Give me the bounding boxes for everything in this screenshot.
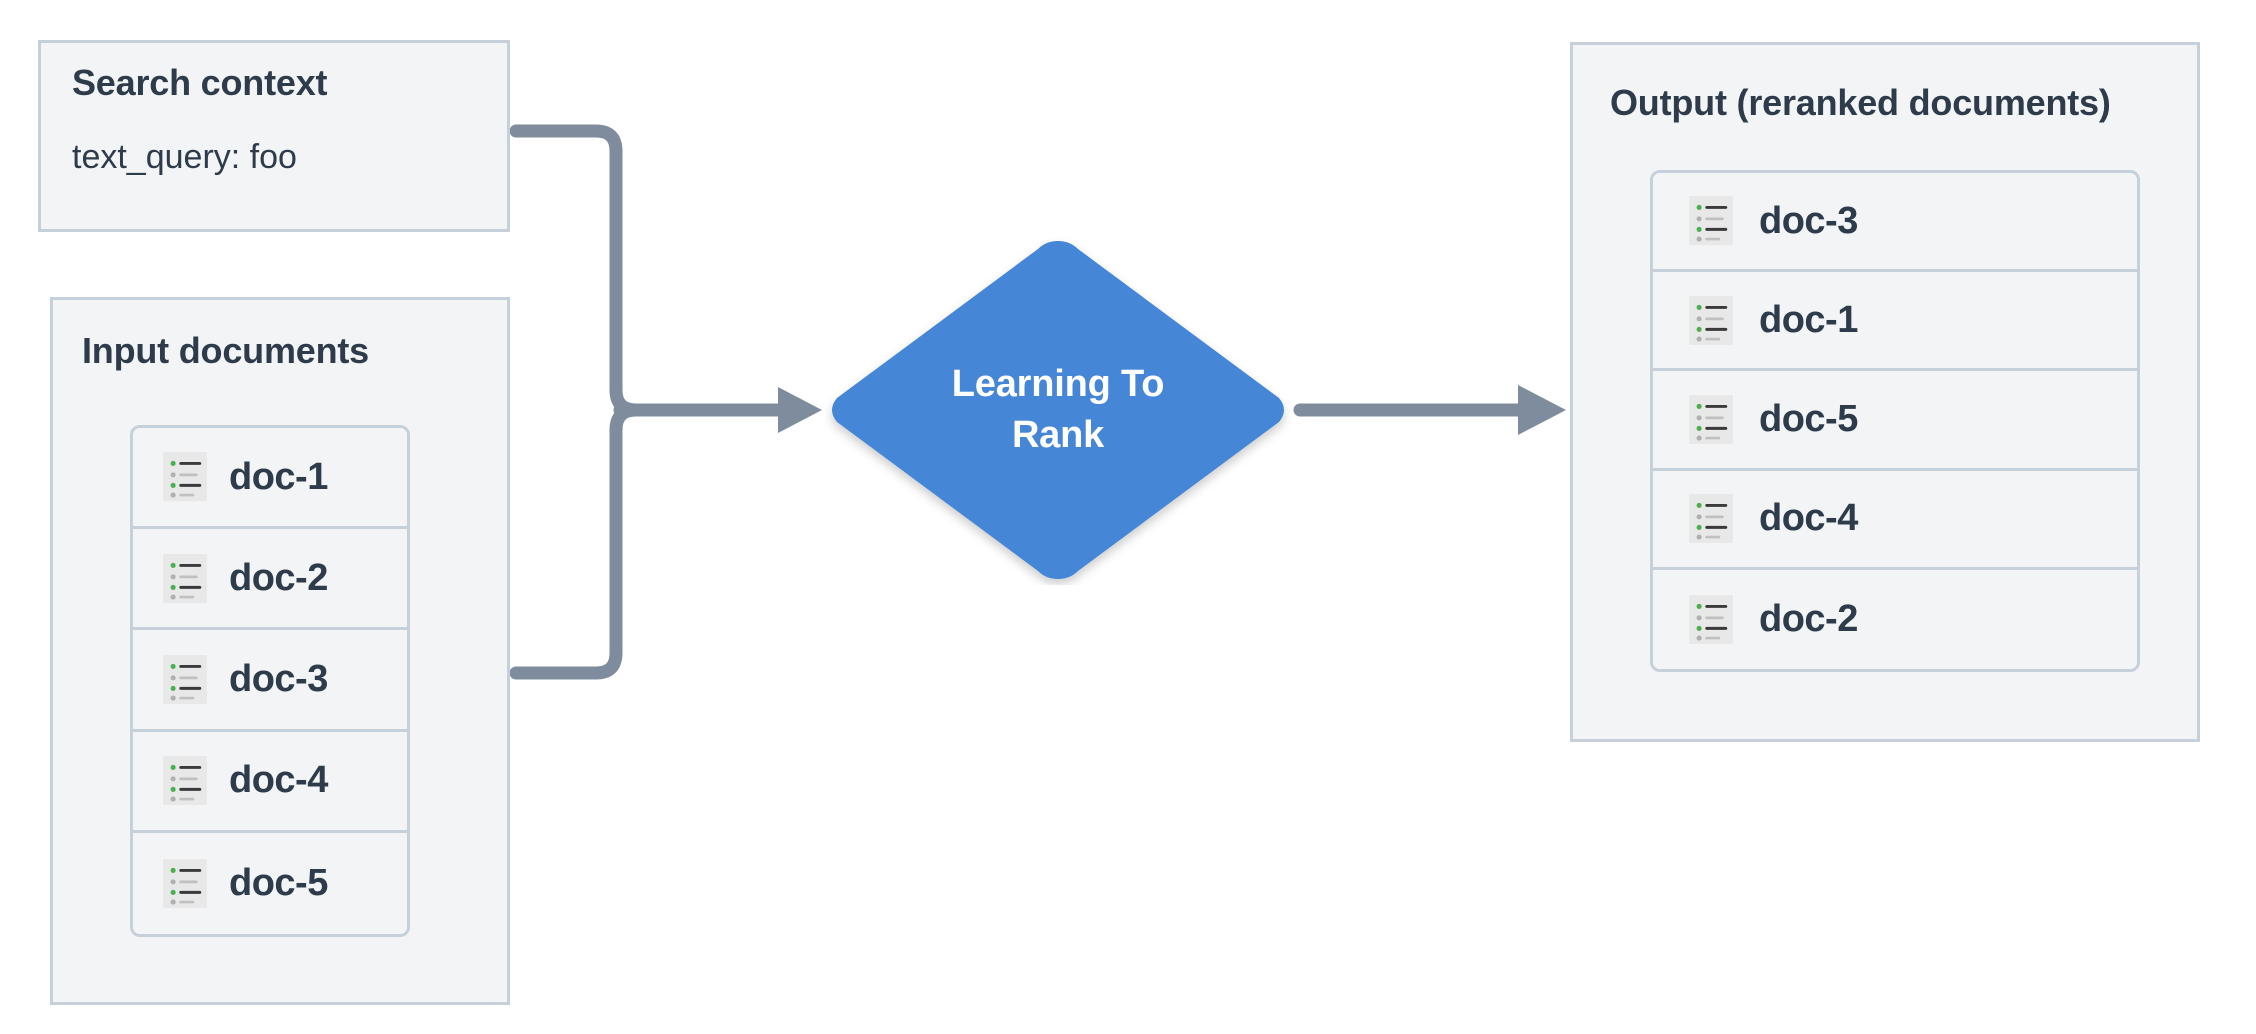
search-context-title: Search context — [72, 62, 328, 103]
document-list-icon — [1689, 196, 1733, 246]
document-label: doc-4 — [1759, 497, 1858, 540]
document-list-icon — [163, 756, 207, 806]
search-context-query-value: text_query: foo — [72, 138, 297, 176]
input-documents-title: Input documents — [82, 330, 369, 371]
document-list-item[interactable]: doc-3 — [133, 630, 407, 732]
document-list-item[interactable]: doc-1 — [1653, 272, 2137, 372]
connector-arrowhead-into-output — [1518, 385, 1566, 435]
document-label: doc-5 — [229, 861, 328, 904]
document-list-item[interactable]: doc-2 — [1653, 569, 2137, 669]
document-label: doc-1 — [1759, 298, 1858, 341]
connector-input-documents-to-ltr — [509, 403, 643, 680]
document-label: doc-2 — [1759, 597, 1858, 640]
document-list-icon — [1689, 594, 1733, 644]
document-list-icon — [163, 654, 207, 705]
document-label: doc-5 — [1759, 397, 1858, 440]
document-list-icon — [1689, 295, 1733, 345]
connector-search-context-to-ltr — [509, 124, 643, 417]
learning-to-rank-node[interactable]: Learning To Rank — [823, 235, 1293, 585]
connector-arrowhead-into-ltr — [778, 387, 822, 433]
input-documents-list: doc-1 doc-2 doc-3 doc-4 doc-5 — [130, 425, 410, 937]
output-documents-list: doc-3 doc-1 doc-5 doc-4 doc-2 — [1650, 170, 2140, 672]
document-list-item[interactable]: doc-2 — [133, 529, 407, 631]
document-label: doc-3 — [229, 657, 328, 700]
document-label: doc-3 — [1759, 199, 1858, 242]
document-label: doc-4 — [229, 759, 328, 802]
document-list-item[interactable]: doc-4 — [133, 731, 407, 833]
document-label: doc-2 — [229, 556, 328, 599]
document-list-icon — [1689, 494, 1733, 544]
diamond-shape — [832, 241, 1284, 579]
document-list-icon — [163, 858, 207, 908]
document-list-icon — [1689, 394, 1733, 445]
document-list-item[interactable]: doc-3 — [1653, 173, 2137, 273]
search-context-panel — [38, 40, 510, 232]
document-list-item[interactable]: doc-5 — [1653, 371, 2137, 471]
document-list-icon — [163, 452, 207, 502]
output-title: Output (reranked documents) — [1610, 82, 2111, 123]
document-list-item[interactable]: doc-5 — [133, 832, 407, 934]
document-list-icon — [163, 553, 207, 603]
document-list-item[interactable]: doc-4 — [1653, 470, 2137, 570]
document-label: doc-1 — [229, 455, 328, 498]
document-list-item[interactable]: doc-1 — [133, 428, 407, 530]
